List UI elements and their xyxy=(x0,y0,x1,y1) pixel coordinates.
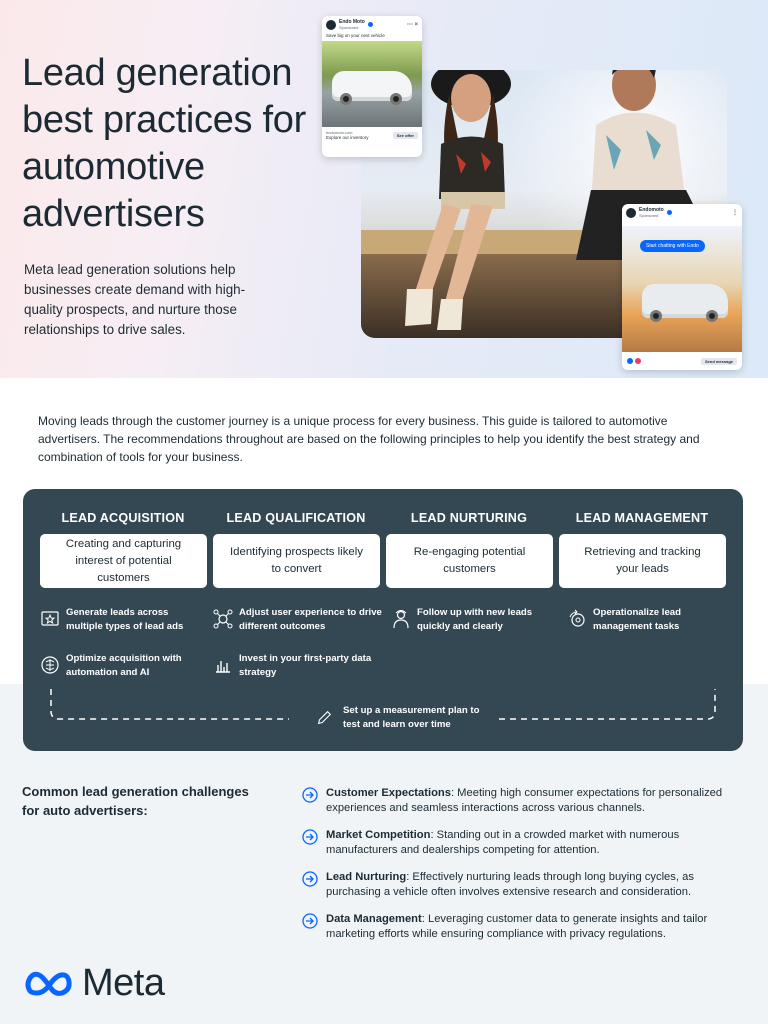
arrow-circle-icon xyxy=(302,829,318,845)
network-icon xyxy=(213,609,233,629)
hero-subtitle: Meta lead generation solutions help busi… xyxy=(24,262,246,337)
feature-follow-up: Follow up with new leads quickly and cle… xyxy=(391,606,551,634)
ad-footer: Send message xyxy=(622,352,742,370)
ad-headline: Explore our inventory xyxy=(326,135,369,140)
stage-heading-qualification: LEAD QUALIFICATION xyxy=(226,511,366,525)
feature-invest: Invest in your first-party data strategy xyxy=(213,652,383,680)
sponsored-label: Sponsored xyxy=(639,213,659,218)
verified-icon xyxy=(367,22,373,27)
stage-heading-nurturing: LEAD NURTURING xyxy=(410,511,528,525)
send-message-button[interactable]: Send message xyxy=(700,357,737,365)
ad-card-messenger[interactable]: Endomoto Sponsored ⋮ Start chatting with… xyxy=(622,204,742,370)
person-illustration xyxy=(405,70,511,330)
feature-operationalize: Operationalize lead management tasks xyxy=(567,606,727,634)
stage-heading-management: LEAD MANAGEMENT xyxy=(575,511,709,525)
stage-heading-acquisition: LEAD ACQUISITION xyxy=(61,511,185,525)
chat-bubble: Start chatting with Endo xyxy=(640,240,705,252)
person-icon xyxy=(393,610,409,629)
hero-section: Lead generation best practices for autom… xyxy=(0,0,768,378)
feature-adjust: Adjust user experience to drive differen… xyxy=(213,606,383,634)
meta-logo: Meta xyxy=(24,962,165,1005)
lead-stages-panel: LEAD ACQUISITION LEAD QUALIFICATION LEAD… xyxy=(23,489,743,751)
feature-generate: Generate leads across multiple types of … xyxy=(40,606,205,634)
star-icon xyxy=(41,611,59,626)
stage-description-management: Retrieving and tracking your leads xyxy=(559,534,726,588)
ad-brand-name: Endomoto xyxy=(639,207,664,213)
meta-wordmark: Meta xyxy=(82,962,165,1004)
more-icon[interactable]: ⋮ xyxy=(732,210,738,216)
close-icon[interactable]: ⋯ × xyxy=(406,22,418,28)
arrow-circle-icon xyxy=(302,913,318,929)
sponsored-label: Sponsored xyxy=(339,25,359,30)
messenger-icon xyxy=(627,358,641,364)
ad-caption: Save big on your next vehicle xyxy=(326,33,385,38)
ad-image-hatchback: Start chatting with Endo xyxy=(622,226,742,352)
ad-image-suv xyxy=(322,41,422,127)
ai-brain-icon xyxy=(41,656,59,674)
brand-avatar xyxy=(326,19,336,30)
challenge-item: Lead Nurturing: Effectively nurturing le… xyxy=(302,870,747,899)
challenge-item: Data Management: Leveraging customer dat… xyxy=(302,912,747,941)
pencil-icon xyxy=(317,710,332,725)
ad-card-header: Endomoto Sponsored ⋮ xyxy=(622,204,742,221)
feature-optimize: Optimize acquisition with automation and… xyxy=(40,652,205,680)
meta-infinity-icon xyxy=(25,971,72,996)
brand-avatar xyxy=(626,207,636,218)
settings-cycle-icon xyxy=(569,609,585,627)
ad-card-feed[interactable]: Endo Moto Sponsored ⋯ × Save big on your… xyxy=(322,16,422,157)
stage-description-qualification: Identifying prospects likely to convert xyxy=(213,534,380,588)
ad-footer: endomoto.com Explore our inventory See o… xyxy=(322,127,422,143)
feature-measure: Set up a measurement plan to test and le… xyxy=(303,704,495,732)
stage-description-nurturing: Re-engaging potential customers xyxy=(386,534,553,588)
page-title: Lead generation best practices for autom… xyxy=(22,52,306,235)
arrow-circle-icon xyxy=(302,871,318,887)
ad-domain: endomoto.com xyxy=(326,130,353,135)
challenges-title: Common lead generation challenges for au… xyxy=(22,784,249,818)
ad-card-header: Endo Moto Sponsored ⋯ × xyxy=(322,16,422,33)
verified-icon xyxy=(666,210,672,215)
arrow-circle-icon xyxy=(302,787,318,803)
stage-description-acquisition: Creating and capturing interest of poten… xyxy=(40,534,207,588)
see-offer-button[interactable]: See offer xyxy=(392,131,418,139)
challenges-list: Customer Expectations: Meeting high cons… xyxy=(302,786,747,954)
ad-brand-name: Endo Moto xyxy=(339,19,365,25)
challenge-item: Market Competition: Standing out in a cr… xyxy=(302,828,747,857)
intro-paragraph: Moving leads through the customer journe… xyxy=(38,414,700,464)
measurement-bracket xyxy=(50,689,716,720)
bar-chart-icon xyxy=(216,661,230,673)
challenge-item: Customer Expectations: Meeting high cons… xyxy=(302,786,747,815)
